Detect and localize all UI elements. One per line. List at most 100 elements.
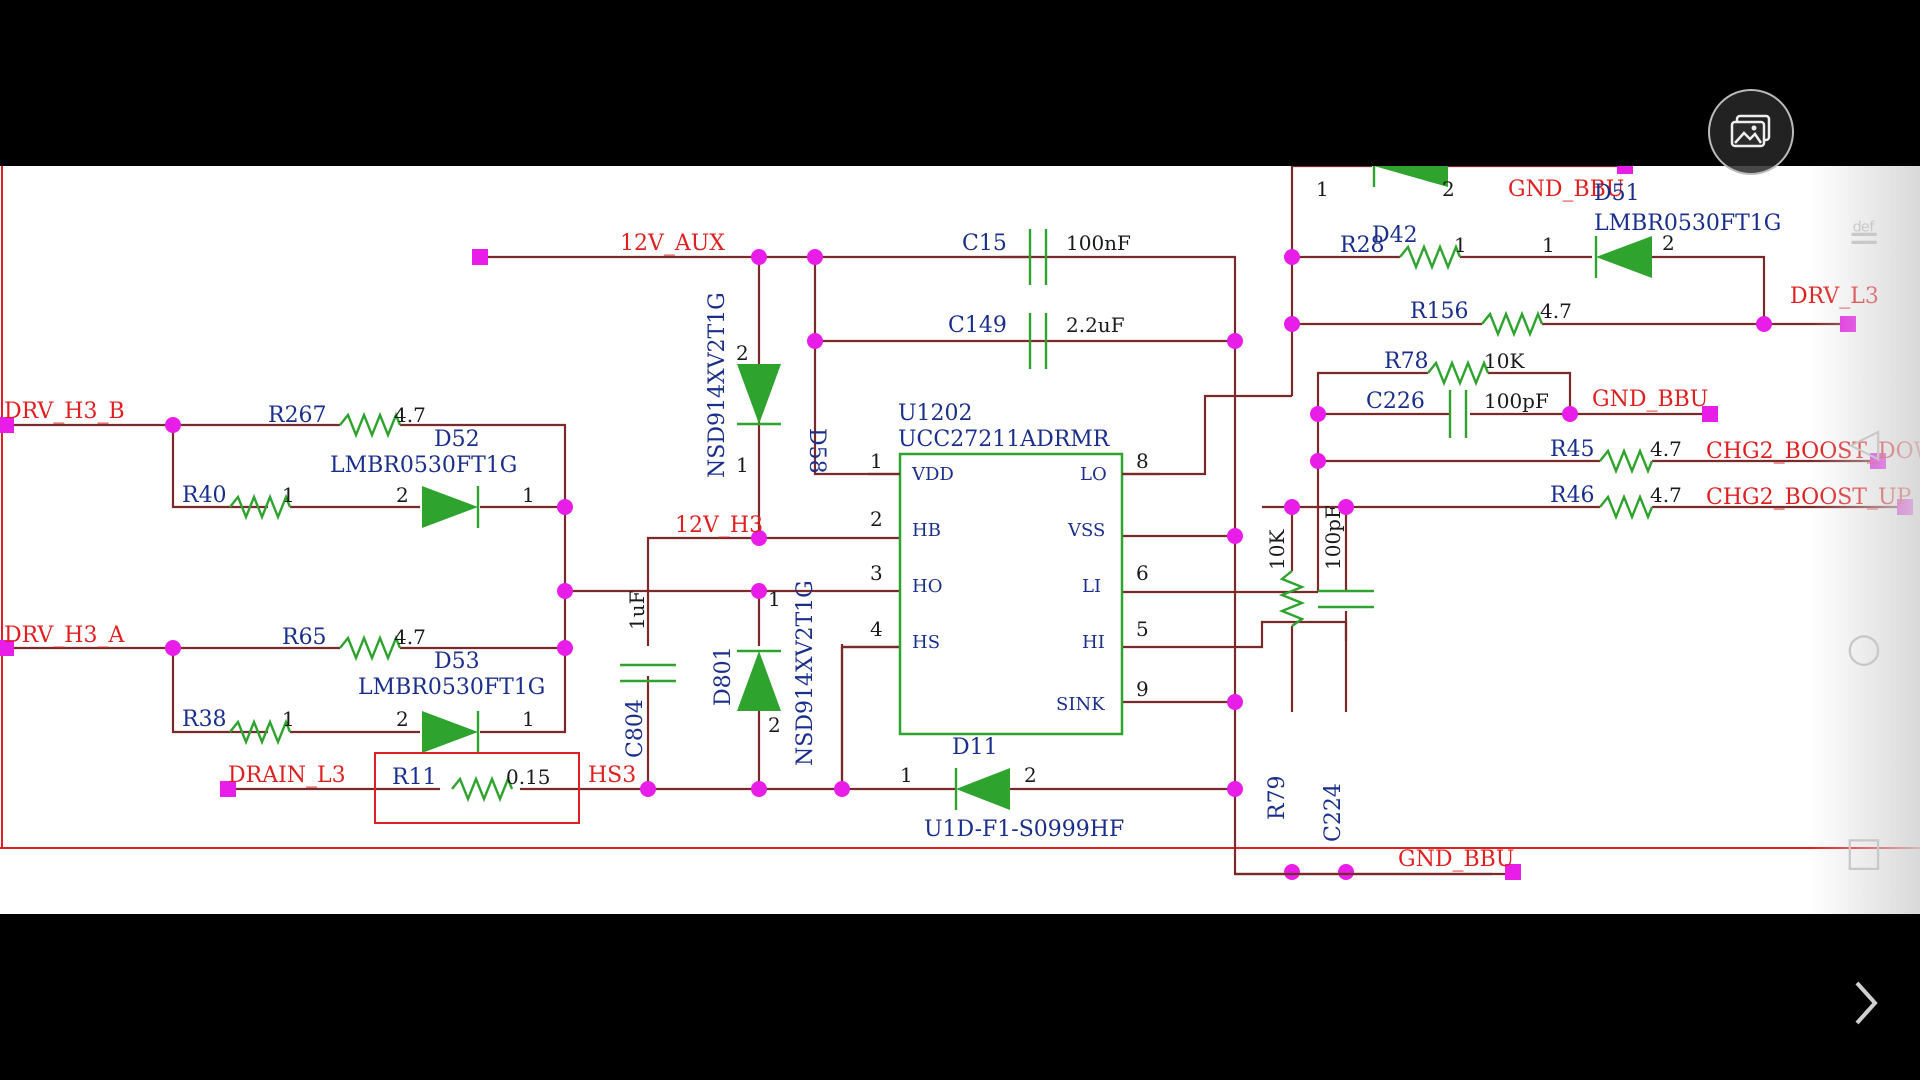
val-r45: 4.7: [1650, 437, 1682, 461]
pin-lo: LO: [1080, 464, 1107, 485]
ref-r78: R78: [1384, 349, 1429, 374]
ref-u1202: U1202: [898, 401, 973, 426]
ref-r45: R45: [1550, 437, 1595, 462]
part-d11: U1D-F1-S0999HF: [924, 817, 1124, 842]
resistor-r11: [451, 775, 514, 803]
pin-d42-2: 2: [1442, 177, 1455, 201]
capacitor-c224: [1318, 589, 1374, 609]
ref-d51: D51: [1594, 181, 1640, 206]
capacitor-c804: [620, 663, 676, 683]
net-gnd-bbu-top: GND_BBU: [1508, 177, 1624, 202]
val-c149: 2.2uF: [1066, 313, 1125, 337]
ref-r65: R65: [282, 625, 327, 650]
gallery-icon: [1730, 114, 1771, 148]
pin-d53-2: 2: [396, 707, 409, 731]
pin-num-3: 3: [870, 561, 883, 585]
diode-d51: [1594, 236, 1652, 278]
ref-c149: C149: [948, 313, 1007, 338]
val-r79: 10K: [1265, 529, 1289, 570]
net-gnd-bbu-bottom: GND_BBU: [1398, 847, 1514, 872]
ic-u1202: [898, 452, 1124, 736]
net-12v-aux: 12V_AUX: [620, 231, 725, 256]
ref-c15: C15: [962, 231, 1007, 256]
net-drv-h3-b: DRV_H3_B: [4, 399, 125, 424]
val-c226: 100pF: [1484, 389, 1549, 413]
schematic-drawing: 12V_AUX 12V_H3 GND_BBU GND_BBU GND_BBU D…: [0, 166, 1920, 880]
resistor-r78: [1427, 359, 1490, 387]
resistor-r28: [1399, 243, 1462, 271]
junctions: [165, 249, 1772, 880]
diode-d53: [422, 711, 480, 753]
resistor-r45: [1599, 447, 1654, 475]
ref-d11: D11: [952, 735, 998, 760]
capacitor-c226: [1448, 390, 1468, 438]
net-gnd-bbu-mid: GND_BBU: [1592, 387, 1708, 412]
ref-c804: C804: [623, 699, 648, 758]
val-r267: 4.7: [394, 403, 426, 427]
pin-d801-1: 1: [768, 587, 781, 611]
net-hs3: HS3: [588, 763, 636, 788]
pin-num-4: 4: [870, 617, 883, 641]
ref-d801: D801: [711, 646, 736, 706]
pin-num-6: 6: [1136, 561, 1149, 585]
pin-d42-1: 1: [1316, 177, 1329, 201]
ref-r79: R79: [1265, 775, 1290, 820]
pin-vdd: VDD: [911, 464, 954, 485]
diode-d801: [737, 649, 781, 711]
gallery-button[interactable]: [1708, 89, 1794, 175]
resistor-r40: [229, 493, 292, 521]
ref-d42: D42: [1372, 223, 1418, 248]
recents-icon[interactable]: □: [1845, 829, 1883, 875]
part-d58: NSD914XV2T1G: [705, 292, 730, 478]
net-12v-h3: 12V_H3: [675, 513, 763, 538]
back-icon[interactable]: ◁: [1848, 420, 1880, 466]
resistor-r267: [339, 411, 402, 439]
resistor-r65: [339, 634, 402, 662]
pin-d58-2: 2: [736, 341, 749, 365]
ref-r46: R46: [1550, 483, 1595, 508]
pin-sink: SINK: [1056, 694, 1105, 715]
pin-d51-2: 2: [1662, 231, 1675, 255]
pin-num-2: 2: [870, 507, 883, 531]
ref-r40: R40: [182, 483, 227, 508]
pin-d58-1: 1: [736, 453, 749, 477]
resistor-r156: [1481, 310, 1544, 338]
pin-d53-1: 1: [522, 707, 535, 731]
resistor-r46: [1599, 493, 1654, 521]
net-drain-l3: DRAIN_L3: [228, 763, 346, 788]
pin-d801-2: 2: [768, 713, 781, 737]
collapse-icon[interactable]: ≝: [1847, 215, 1881, 261]
ref-r156: R156: [1410, 299, 1469, 324]
chevron-right-icon: [1855, 981, 1878, 1025]
diode-d42: [1372, 166, 1448, 187]
part-d52: LMBR0530FT1G: [330, 453, 517, 478]
pin-hs: HS: [912, 632, 940, 653]
pin-num-1: 1: [870, 449, 883, 473]
ref-d58: D58: [804, 428, 829, 474]
ref-r267: R267: [268, 403, 327, 428]
part-u1202: UCC27211ADRMR: [898, 427, 1111, 452]
ref-c224: C224: [1321, 783, 1346, 842]
ref-r11: R11: [392, 765, 437, 790]
resistor-r38: [229, 718, 292, 746]
part-d801: NSD914XV2T1G: [793, 580, 818, 766]
home-icon[interactable]: ○: [1846, 625, 1882, 671]
pin-d52-1: 1: [522, 483, 535, 507]
resistor-r79: [1278, 570, 1306, 627]
schematic-image: 12V_AUX 12V_H3 GND_BBU GND_BBU GND_BBU D…: [0, 166, 1920, 914]
ref-d52: D52: [434, 427, 480, 452]
val-r156: 4.7: [1540, 299, 1572, 323]
ref-d53: D53: [434, 649, 480, 674]
pin-d11-1: 1: [900, 763, 913, 787]
pin-hb: HB: [912, 520, 941, 541]
pin-d11-2: 2: [1024, 763, 1037, 787]
pin-li: LI: [1082, 576, 1101, 597]
val-c15: 100nF: [1066, 231, 1131, 255]
val-c804: 1uF: [625, 590, 649, 630]
pin-num-9: 9: [1136, 677, 1149, 701]
net-drv-h3-a: DRV_H3_A: [4, 623, 125, 648]
pin-hi: HI: [1082, 632, 1105, 653]
capacitor-c15: [1000, 229, 1048, 285]
next-image-button[interactable]: [1838, 970, 1894, 1036]
